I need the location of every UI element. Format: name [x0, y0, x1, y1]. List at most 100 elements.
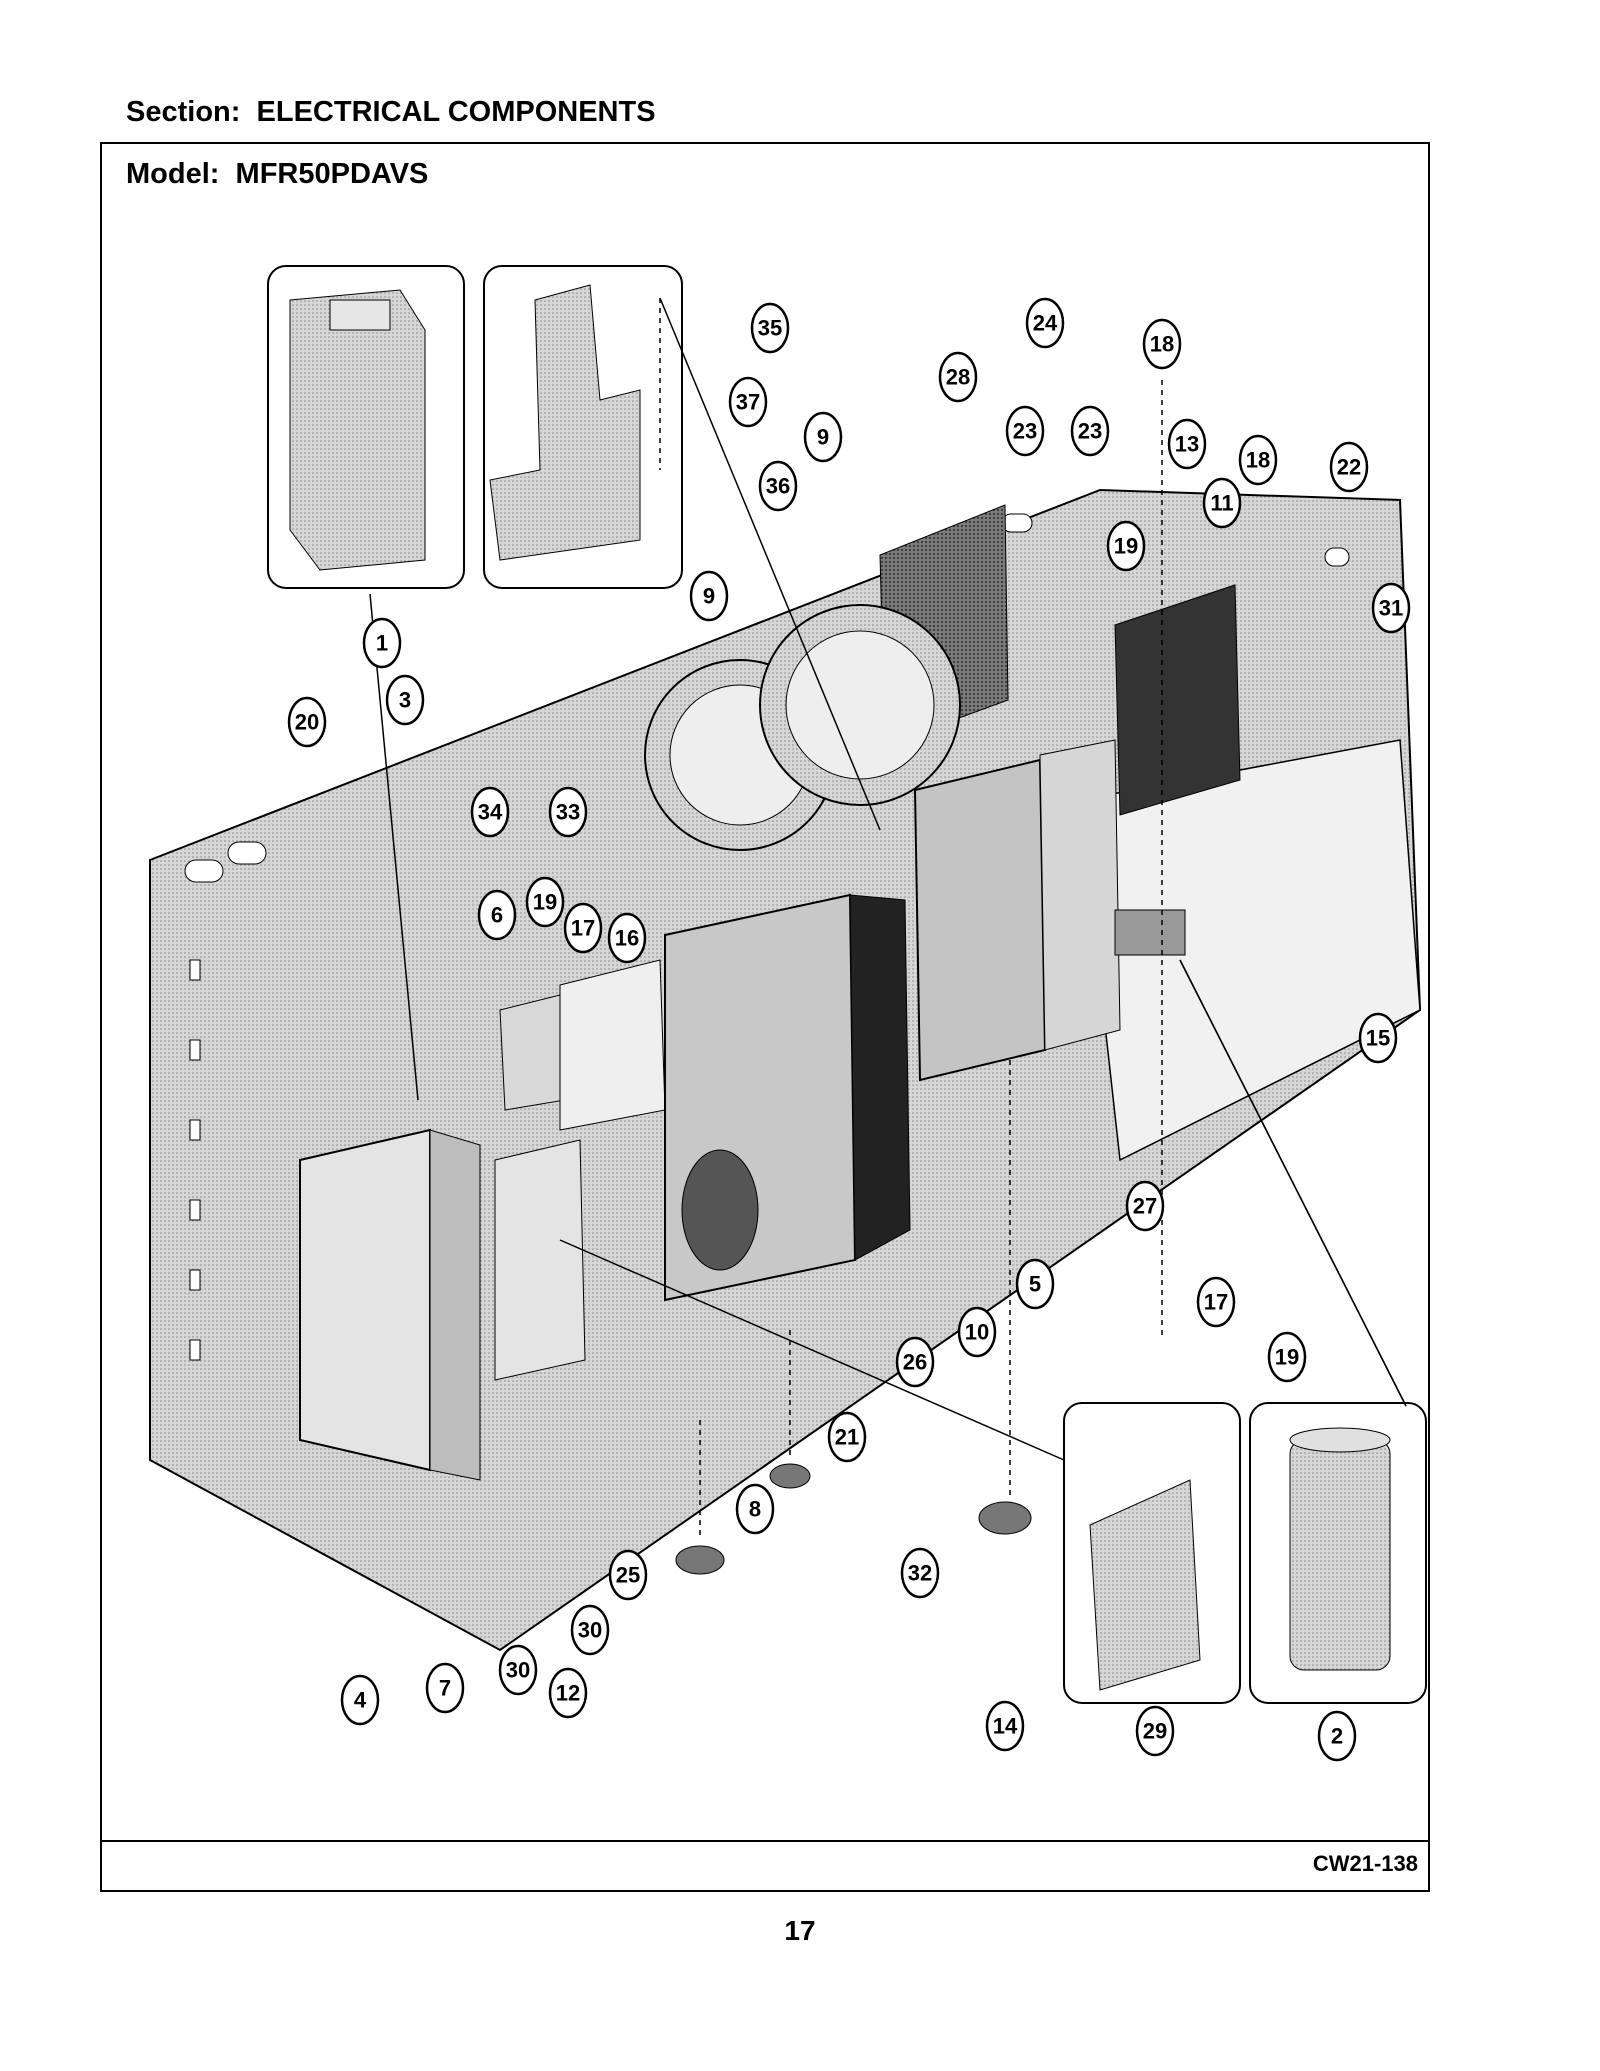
- callout-circle: [750, 302, 790, 354]
- callout-number: 36: [766, 474, 790, 499]
- callout-number: 29: [1143, 1719, 1167, 1744]
- callout-23: 23: [1070, 405, 1110, 457]
- callout-number: 17: [571, 916, 595, 941]
- callout-circle: [1238, 434, 1278, 486]
- callout-number: 14: [993, 1714, 1018, 1739]
- callout-32: 32: [900, 1547, 940, 1599]
- callout-28: 28: [938, 351, 978, 403]
- callout-number: 2: [1331, 1724, 1343, 1749]
- callout-circle: [340, 1674, 380, 1726]
- callout-9: 9: [803, 411, 843, 463]
- callout-circle: [1317, 1710, 1357, 1762]
- model-label: Model: MFR50PDAVS: [126, 158, 429, 190]
- callout-circle: [470, 786, 510, 838]
- callout-circle: [803, 411, 843, 463]
- callout-circle: [1005, 405, 1045, 457]
- callout-number: 20: [295, 710, 319, 735]
- callout-6: 6: [477, 889, 517, 941]
- callout-circle: [570, 1604, 610, 1656]
- grommets: [675, 1463, 1032, 1575]
- callout-19: 19: [1267, 1331, 1307, 1383]
- callout-circle: [957, 1306, 997, 1358]
- callout-20: 20: [287, 696, 327, 748]
- callout-number: 32: [908, 1561, 932, 1586]
- page-number: 17: [784, 1915, 816, 1946]
- callout-22: 22: [1329, 441, 1369, 493]
- callout-number: 28: [946, 365, 970, 390]
- callout-26: 26: [895, 1336, 935, 1388]
- callout-circle: [1025, 297, 1065, 349]
- callout-19: 19: [1106, 520, 1146, 572]
- inset-switch-detail: [267, 265, 465, 589]
- callout-27: 27: [1125, 1180, 1165, 1232]
- callout-number: 19: [1114, 534, 1138, 559]
- callout-circle: [735, 1483, 775, 1535]
- callout-17: 17: [563, 902, 603, 954]
- callout-circle: [1070, 405, 1110, 457]
- leader-lines: [369, 297, 1407, 1540]
- callout-number: 9: [817, 425, 829, 450]
- callout-number: 11: [1210, 491, 1233, 516]
- callout-number: 25: [616, 1563, 640, 1588]
- inset-relay-socket-detail: [483, 265, 683, 589]
- callout-circle: [1125, 1180, 1165, 1232]
- callout-36: 36: [758, 460, 798, 512]
- callout-circle: [1196, 1276, 1236, 1328]
- callout-18: 18: [1238, 434, 1278, 486]
- callout-21: 21: [827, 1411, 867, 1463]
- callout-circle: [895, 1336, 935, 1388]
- callout-number: 3: [399, 688, 411, 713]
- callout-number: 19: [533, 890, 557, 915]
- callout-number: 12: [556, 1681, 580, 1706]
- callout-circle: [608, 1549, 648, 1601]
- callout-number: 37: [736, 390, 760, 415]
- callout-number: 27: [1133, 1194, 1157, 1219]
- callout-circle: [1202, 477, 1242, 529]
- diagram-frame: [100, 142, 1430, 1892]
- callout-circle: [287, 696, 327, 748]
- callout-number: 13: [1175, 432, 1199, 457]
- callout-circle: [900, 1547, 940, 1599]
- callout-number: 30: [578, 1618, 602, 1643]
- callout-circle: [607, 912, 647, 964]
- callout-number: 23: [1013, 419, 1037, 444]
- callout-number: 10: [965, 1320, 989, 1345]
- callout-number: 17: [1204, 1290, 1228, 1315]
- callout-33: 33: [548, 786, 588, 838]
- callout-number: 19: [1275, 1345, 1299, 1370]
- callout-30: 30: [570, 1604, 610, 1656]
- callout-circle: [1371, 582, 1411, 634]
- callout-number: 1: [376, 631, 388, 656]
- callout-number: 18: [1150, 332, 1174, 357]
- callout-number: 8: [749, 1497, 761, 1522]
- callout-circle: [728, 376, 768, 428]
- callout-1: 1: [362, 617, 402, 669]
- callout-24: 24: [1025, 297, 1065, 349]
- callout-circle: [548, 786, 588, 838]
- callout-29: 29: [1135, 1705, 1175, 1757]
- callout-circle: [1142, 318, 1182, 370]
- callout-circle: [385, 674, 425, 726]
- callout-circle: [1135, 1705, 1175, 1757]
- callout-7: 7: [425, 1662, 465, 1714]
- callout-34: 34: [470, 786, 510, 838]
- callout-11: 11: [1202, 477, 1242, 529]
- callout-number: 7: [439, 1676, 451, 1701]
- callout-30: 30: [498, 1644, 538, 1696]
- callout-8: 8: [735, 1483, 775, 1535]
- section-title: Section: ELECTRICAL COMPONENTS: [126, 96, 656, 128]
- callout-circle: [477, 889, 517, 941]
- callout-circle: [827, 1411, 867, 1463]
- callout-circle: [548, 1667, 588, 1719]
- callout-15: 15: [1358, 1012, 1398, 1064]
- callout-circle: [758, 460, 798, 512]
- sequencer-timer: [664, 893, 911, 1302]
- callout-35: 35: [750, 302, 790, 354]
- callout-37: 37: [728, 376, 768, 428]
- callout-circle: [498, 1644, 538, 1696]
- callout-2: 2: [1317, 1710, 1357, 1762]
- callout-19: 19: [525, 876, 565, 928]
- callout-number: 9: [703, 584, 715, 609]
- callout-number: 15: [1366, 1026, 1390, 1051]
